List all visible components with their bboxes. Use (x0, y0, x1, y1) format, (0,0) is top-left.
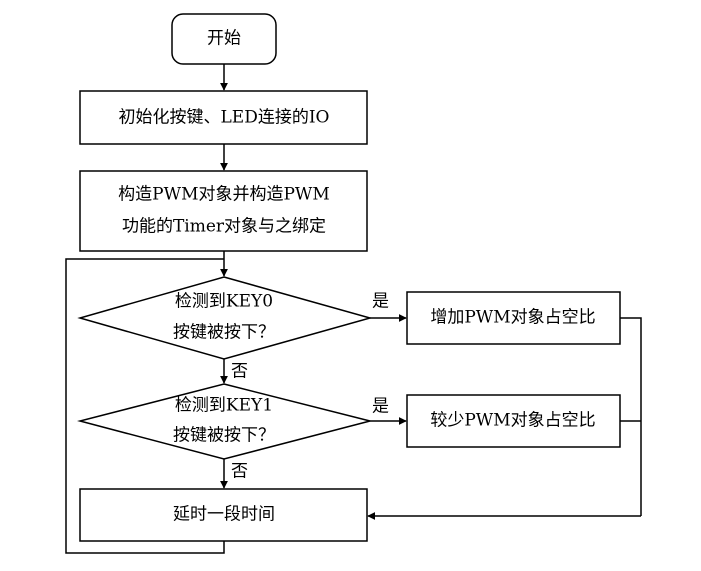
decision-key0-line-2: 按键被按下？ (173, 323, 275, 343)
delay-node: 延时一段时间 (79, 488, 368, 542)
decision-key1-line-2: 按键被按下？ (173, 426, 275, 446)
key1-no-label: 否 (231, 462, 248, 482)
decrease-duty-node: 较少PWM对象占空比 (406, 394, 621, 448)
decision-key0-node: 检测到KEY0 按键被按下？ (77, 276, 373, 360)
decrease-duty-label: 较少PWM对象占空比 (430, 411, 595, 431)
key0-yes-label: 是 (372, 292, 389, 312)
delay-label: 延时一段时间 (173, 505, 275, 525)
loop-back-line (65, 258, 225, 554)
key1-yes-label: 是 (372, 397, 389, 417)
construct-label-line-2: 功能的Timer对象与之绑定 (122, 217, 326, 237)
increase-duty-label: 增加PWM对象占空比 (430, 308, 595, 328)
key0-no-label: 否 (231, 362, 248, 382)
start-label: 开始 (207, 29, 241, 49)
increase-duty-node: 增加PWM对象占空比 (406, 291, 621, 345)
decision-key1-line-1: 检测到KEY1 (175, 396, 273, 416)
decision-key1-node: 检测到KEY1 按键被按下？ (77, 383, 371, 460)
construct-label-line-1: 构造PWM对象并构造PWM (118, 185, 330, 205)
init-label: 初始化按键、LED连接的IO (119, 108, 330, 128)
init-process-node: 初始化按键、LED连接的IO (79, 90, 368, 145)
construct-pwm-node: 构造PWM对象并构造PWM 功能的Timer对象与之绑定 (79, 170, 368, 252)
decision-key0-line-1: 检测到KEY0 (175, 292, 273, 312)
start-node: 开始 (171, 13, 277, 65)
return-line-increase (620, 317, 642, 516)
